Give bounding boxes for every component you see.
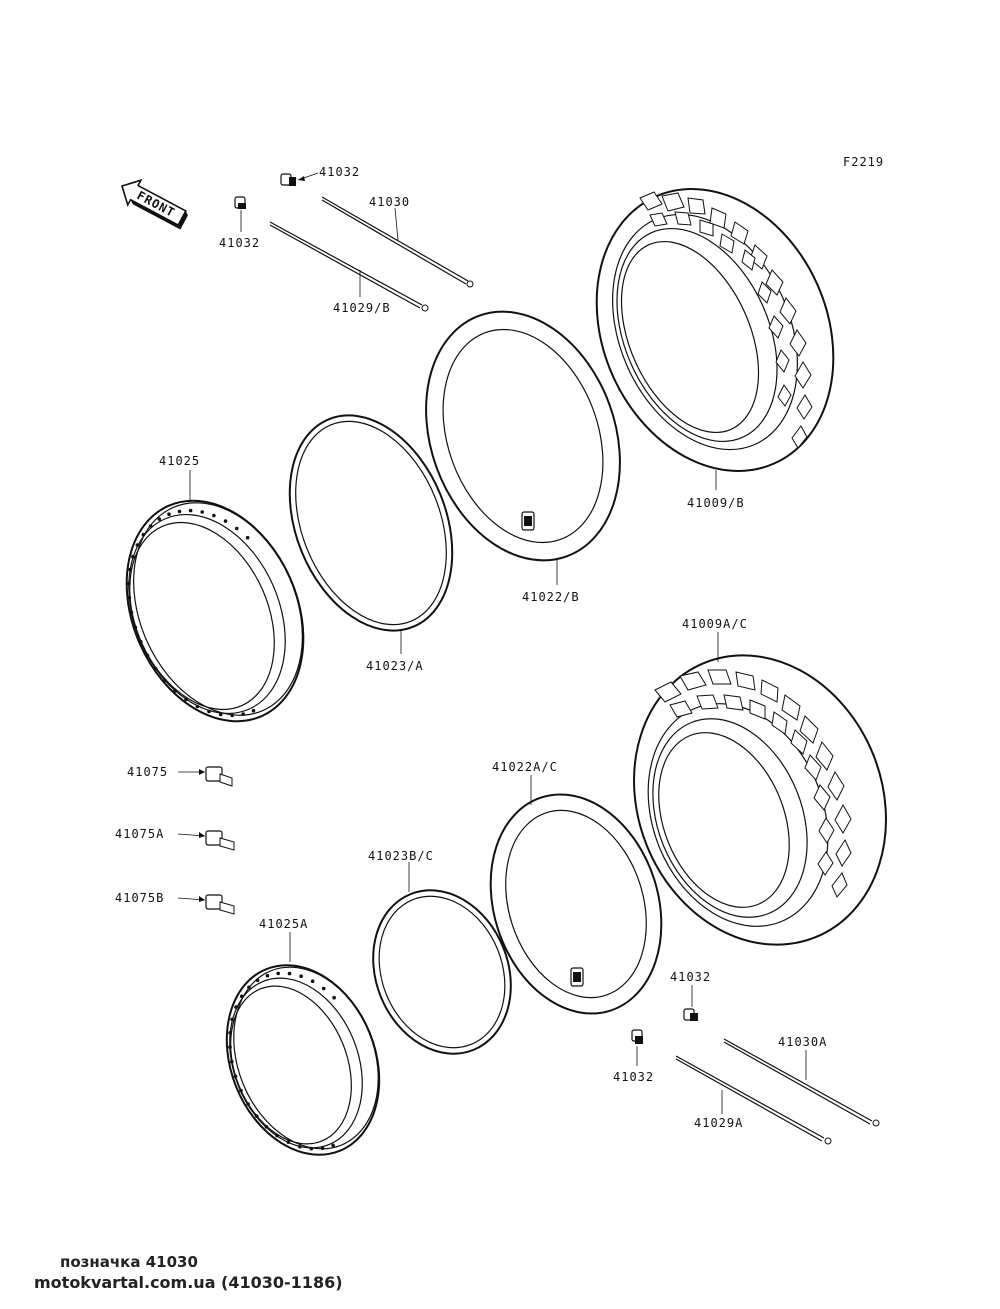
label-41075a: 41075A xyxy=(115,827,164,841)
rim-spoke-hole xyxy=(148,524,153,528)
rim-spoke-hole xyxy=(247,985,251,990)
rim-spoke-hole xyxy=(129,610,134,615)
rim-spoke-hole xyxy=(239,1088,243,1093)
rim-spoke-hole xyxy=(275,1133,279,1138)
rim-spoke-hole xyxy=(212,513,216,518)
rear-tire xyxy=(633,654,887,946)
label-41032-rear-top: 41032 xyxy=(670,970,711,984)
label-41023bc: 41023B/C xyxy=(368,849,434,863)
label-41032-left: 41032 xyxy=(219,236,260,250)
front-arrow-icon: FRONT xyxy=(120,178,188,230)
rim-spoke-hole xyxy=(230,1060,234,1064)
rear-rim xyxy=(225,964,381,1156)
label-41025a: 41025A xyxy=(259,917,308,931)
rim-spoke-hole xyxy=(128,567,132,572)
rear-tube xyxy=(489,793,663,1015)
rim-spoke-hole xyxy=(241,712,245,716)
diagram-code: F2219 xyxy=(843,155,884,169)
rim-spoke-hole xyxy=(141,532,146,537)
label-41029a: 41029A xyxy=(694,1116,743,1130)
label-41030: 41030 xyxy=(369,195,410,209)
valve-41075 xyxy=(178,766,233,787)
label-41075b: 41075B xyxy=(115,891,164,905)
rim-spoke-hole xyxy=(230,713,234,718)
valve-41075b xyxy=(177,894,235,915)
spoke-41030 xyxy=(321,196,474,288)
label-41009ac: 41009A/C xyxy=(682,617,748,631)
spoke-nipple-rear-bottom xyxy=(631,1029,643,1044)
rim-spoke-hole xyxy=(309,1146,314,1151)
front-tire xyxy=(595,188,835,490)
label-41029b: 41029/B xyxy=(333,301,391,315)
spoke-nipple-rear-top xyxy=(683,1008,698,1021)
label-41030a: 41030A xyxy=(778,1035,827,1049)
rim-spoke-hole xyxy=(287,971,292,976)
rim-spoke-hole xyxy=(245,535,250,540)
rim-spoke-hole xyxy=(153,666,158,671)
label-41022ac: 41022A/C xyxy=(492,760,558,774)
rim-spoke-hole xyxy=(299,974,303,978)
rim-spoke-hole xyxy=(321,986,326,991)
front-rim xyxy=(125,499,305,723)
label-41009b: 41009/B xyxy=(687,496,745,510)
rim-spoke-hole xyxy=(200,510,204,514)
footer-source-link[interactable]: motokvartal.com.ua (41030-1186) xyxy=(34,1273,343,1292)
rim-spoke-hole xyxy=(254,1114,259,1118)
spoke-41029a xyxy=(675,1055,832,1145)
rim-spoke-hole xyxy=(195,704,200,709)
front-rim-band xyxy=(288,414,454,632)
spoke-41030a xyxy=(723,1038,880,1127)
rim-spoke-hole xyxy=(235,526,239,531)
rim-spoke-hole xyxy=(310,979,315,983)
rim-spoke-hole xyxy=(246,1102,250,1106)
rim-spoke-hole xyxy=(239,994,244,999)
rim-spoke-hole xyxy=(127,581,131,586)
footer-part-label: позначка 41030 xyxy=(60,1253,198,1271)
rim-spoke-hole xyxy=(138,639,143,644)
label-41025: 41025 xyxy=(159,454,200,468)
rim-spoke-hole xyxy=(184,697,188,702)
rim-spoke-hole xyxy=(218,712,223,717)
front-tube xyxy=(425,310,621,562)
rim-spoke-hole xyxy=(127,596,132,600)
valve-41075a xyxy=(177,830,235,851)
rim-spoke-hole xyxy=(251,708,256,713)
rim-spoke-hole xyxy=(131,554,135,559)
rim-spoke-hole xyxy=(264,1125,269,1129)
rim-spoke-hole xyxy=(332,995,336,1000)
label-41075: 41075 xyxy=(127,765,168,779)
label-41023a: 41023/A xyxy=(366,659,424,673)
label-41032-rear-bottom: 41032 xyxy=(613,1070,654,1084)
rim-spoke-hole xyxy=(135,543,140,547)
rim-spoke-hole xyxy=(255,978,260,983)
spoke-nipple-top xyxy=(280,173,296,186)
rim-spoke-hole xyxy=(228,1045,232,1049)
rim-spoke-hole xyxy=(223,519,228,523)
spoke-41029b xyxy=(269,221,429,312)
rim-spoke-hole xyxy=(276,971,281,976)
label-41022b: 41022/B xyxy=(522,590,580,604)
rim-spoke-hole xyxy=(133,625,138,630)
rim-spoke-hole xyxy=(145,653,150,658)
rim-spoke-hole xyxy=(163,678,167,683)
spoke-nipple-left xyxy=(234,196,246,209)
rim-spoke-hole xyxy=(298,1144,302,1149)
rim-spoke-hole xyxy=(207,709,211,714)
rim-spoke-hole xyxy=(331,1143,335,1148)
rim-spoke-hole xyxy=(320,1146,325,1151)
rim-spoke-hole xyxy=(233,1074,238,1079)
rim-spoke-hole xyxy=(265,973,270,978)
rim-spoke-hole xyxy=(157,517,162,521)
rim-spoke-hole xyxy=(228,1031,232,1035)
rim-spoke-hole xyxy=(188,508,193,513)
rim-spoke-hole xyxy=(177,509,182,514)
rim-spoke-hole xyxy=(167,512,171,516)
label-41032-top: 41032 xyxy=(319,165,360,179)
rim-spoke-hole xyxy=(286,1140,291,1144)
rim-spoke-hole xyxy=(230,1017,234,1022)
rim-spoke-hole xyxy=(173,688,177,693)
rim-spoke-hole xyxy=(234,1005,238,1009)
rear-rim-band xyxy=(372,889,512,1055)
